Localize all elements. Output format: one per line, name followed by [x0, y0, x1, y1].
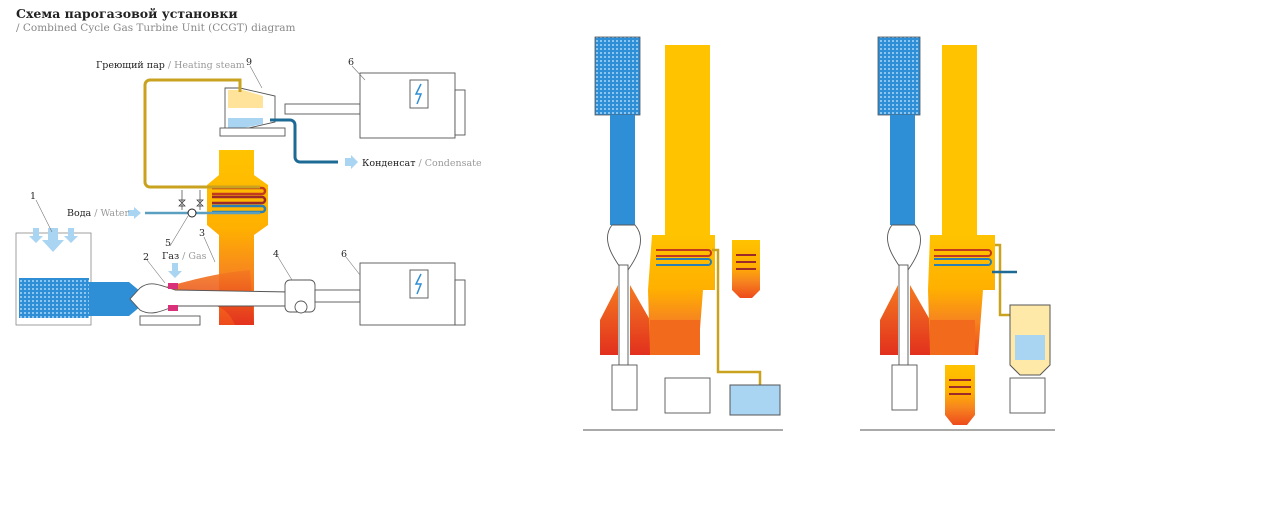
water-ru: Вода [67, 208, 92, 219]
lower-generator [359, 262, 456, 326]
gas-label: Газ / Gas [162, 251, 207, 262]
auxiliary-boiler-coils [736, 254, 756, 270]
steam-pipe [995, 243, 1010, 317]
label-1: 1 [30, 191, 36, 202]
heating-steam-pipe [143, 78, 260, 189]
auxiliary-boiler-coils [949, 379, 971, 395]
heating-steam-ru: Греющий пар [96, 60, 165, 71]
lower-coupling-shaft [314, 289, 361, 303]
upper-generator-exciter [454, 89, 466, 136]
air-filter [19, 278, 89, 318]
gas-turbine-exhaust [880, 285, 930, 355]
hrsg-coils [934, 249, 992, 266]
compressor [887, 224, 921, 271]
diagram-subtitle: / Combined Cycle Gas Turbine Unit (CCGT)… [16, 22, 296, 34]
label-6-bottom: 6 [341, 249, 347, 260]
steam-turbine-cold-section [228, 118, 263, 128]
label-4: 4 [273, 249, 279, 260]
hrsg-coils [656, 249, 712, 266]
steam-turbine-base [219, 127, 286, 137]
condensate-arrow-icon [345, 155, 358, 169]
generator-2 [1009, 377, 1046, 414]
main-ccgt-diagram: 1 2 3 4 5 6 6 9 Греющий пар / Heating st… [15, 57, 482, 326]
combustor-top [168, 283, 178, 289]
heating-steam-label: Греющий пар / Heating steam [96, 60, 245, 71]
exhaust-stack [942, 45, 977, 235]
air-inflow-arrows-icon [29, 228, 78, 252]
air-duct [610, 115, 635, 225]
steam-pipe [712, 248, 762, 385]
label-2: 2 [143, 252, 149, 263]
compressor [607, 224, 641, 271]
gas-turbine-shaft [898, 264, 909, 366]
heating-steam-en: / Heating steam [168, 60, 245, 71]
hrsg-coils [212, 186, 267, 214]
air-duct [890, 115, 915, 225]
label-6-top: 6 [348, 57, 354, 68]
steam-turbine-condenser [729, 384, 781, 416]
generator [611, 364, 638, 411]
valve-icon [178, 199, 204, 207]
condensate-pipe [270, 118, 338, 164]
vertical-ccgt-diagram-b [860, 36, 1055, 431]
generator-2 [664, 377, 711, 414]
pump-icon [187, 208, 197, 218]
gas-turbine-base [139, 315, 201, 326]
label-5: 5 [165, 238, 171, 249]
hrsg-inlet-duct [930, 320, 975, 355]
upper-generator [359, 72, 456, 139]
lower-generator-exciter [454, 279, 466, 326]
lightning-icon [414, 273, 423, 295]
upper-coupling-shaft [284, 103, 361, 115]
gas-inflow-arrow-icon [168, 263, 182, 278]
generator [891, 364, 918, 411]
combustor-bottom [168, 305, 178, 311]
condensate-en: / Condensate [418, 158, 482, 169]
condensate-label: Конденсат / Condensate [362, 158, 482, 169]
gearbox-flange [294, 300, 308, 314]
label-9: 9 [246, 57, 252, 68]
vertical-ccgt-diagram-a [583, 36, 783, 431]
condensate-ru: Конденсат [362, 158, 415, 169]
steam-turbine-hot-section [228, 90, 263, 108]
gas-turbine-shaft [618, 264, 629, 366]
air-filter [877, 36, 921, 116]
exhaust-stack [665, 45, 710, 235]
label-3: 3 [199, 228, 205, 239]
diagram-title: Схема парогазовой установки [16, 6, 238, 21]
water-en: / Water [94, 208, 129, 219]
air-duct [89, 282, 141, 316]
water-label: Вода / Water [67, 208, 130, 219]
lightning-icon [414, 83, 423, 105]
hrsg-inlet-duct [650, 320, 700, 355]
gas-ru: Газ [162, 251, 179, 262]
gas-turbine-exhaust [600, 285, 650, 355]
steam-turbine-cold-section [1015, 335, 1045, 360]
water-arrow-icon [128, 207, 141, 219]
air-filter [594, 36, 641, 116]
gas-en: / Gas [182, 251, 206, 262]
